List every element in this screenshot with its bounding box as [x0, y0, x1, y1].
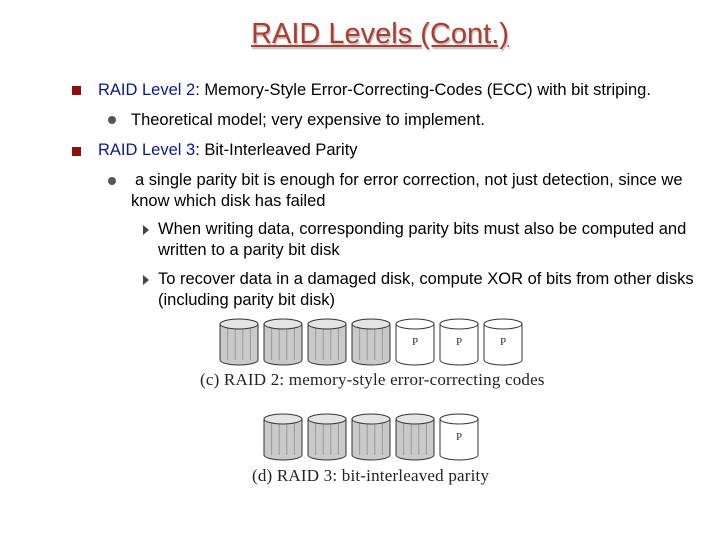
data-disk — [351, 318, 391, 366]
bullet-raid3-text: : Bit-Interleaved Parity — [195, 141, 358, 159]
parity-disk: P — [439, 413, 479, 461]
bullet-raid2-text: : Memory-Style Error-Correcting-Codes (E… — [195, 81, 651, 99]
data-disk — [307, 413, 347, 461]
bullet-square-icon — [72, 147, 81, 156]
parity-disk: P — [395, 318, 435, 366]
raid3-caption: (d) RAID 3: bit-interleaved parity — [252, 466, 490, 485]
bullet-circle-icon — [108, 116, 116, 124]
bullet-raid2-label: RAID Level 2 — [98, 81, 196, 99]
data-disk — [307, 318, 347, 366]
subsub-bullet-write: When writing data, corresponding parity … — [158, 220, 687, 259]
data-disk — [395, 413, 435, 461]
raid3-disk-array: P — [263, 413, 479, 461]
data-disk — [351, 413, 391, 461]
bullet-square-icon — [72, 86, 81, 95]
parity-label: P — [500, 336, 506, 348]
bullet-circle-icon — [108, 177, 116, 185]
subsub-bullet-recover: To recover data in a damaged disk, compu… — [158, 270, 694, 309]
parity-label: P — [412, 336, 418, 348]
data-disk — [219, 318, 259, 366]
sub-bullet-raid3: a single parity bit is enough for error … — [131, 171, 683, 210]
raid2-caption: (c) RAID 2: memory-style error-correctin… — [200, 370, 545, 389]
parity-disk: P — [483, 318, 523, 366]
page-title: RAID Levels (Cont.) — [251, 18, 509, 50]
arrow-bullet-icon — [143, 275, 149, 285]
bullet-raid3: RAID Level 3: Bit-Interleaved Parity — [98, 140, 358, 161]
data-disk — [263, 413, 303, 461]
parity-label: P — [456, 336, 462, 348]
parity-disk: P — [439, 318, 479, 366]
bullet-raid2: RAID Level 2: Memory-Style Error-Correct… — [98, 80, 651, 101]
sub-bullet-raid2: Theoretical model; very expensive to imp… — [131, 111, 485, 129]
bullet-raid3-label: RAID Level 3 — [98, 141, 196, 159]
parity-label: P — [456, 431, 462, 443]
title-area: RAID Levels (Cont.) — [0, 0, 720, 70]
arrow-bullet-icon — [143, 225, 149, 235]
data-disk — [263, 318, 303, 366]
